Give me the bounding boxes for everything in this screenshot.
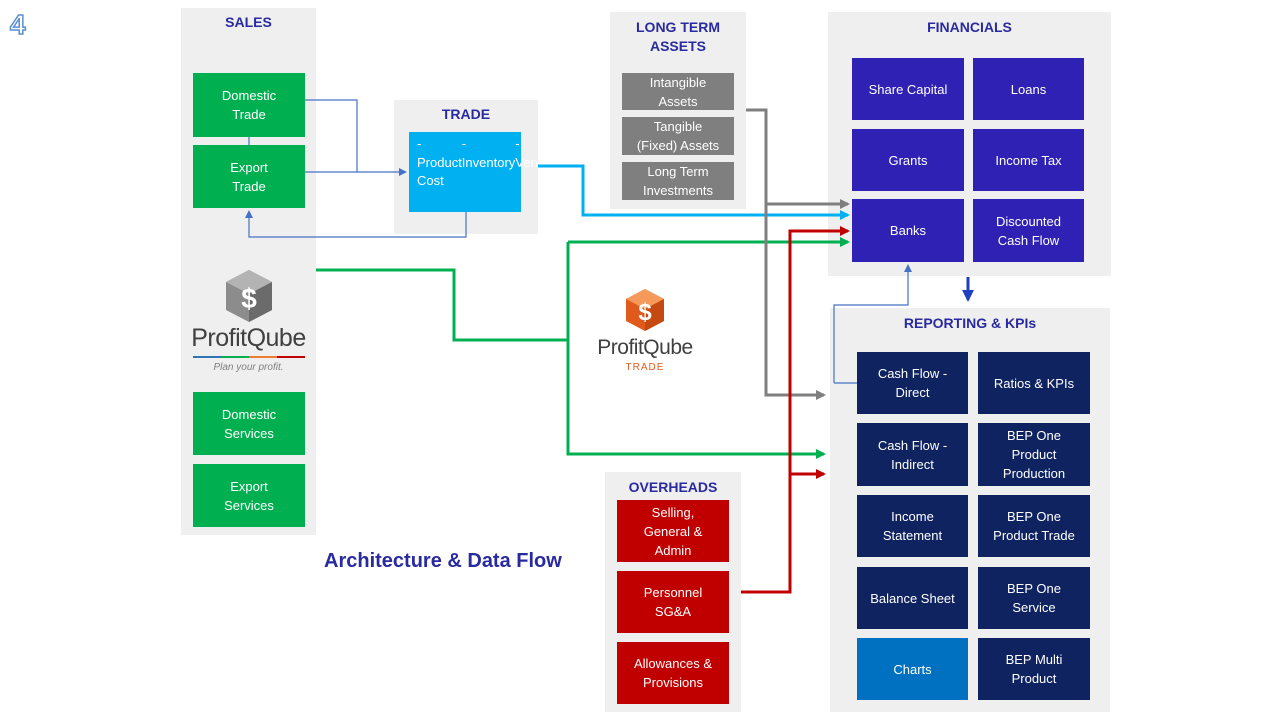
- profitqube-logo: $ ProfitQube Plan your profit.: [181, 266, 316, 381]
- reporting-title: REPORTING & KPIs: [903, 315, 1037, 331]
- trade-logo-name: ProfitQube: [597, 336, 693, 359]
- logo-name: ProfitQube: [191, 324, 306, 352]
- cash-flow-indirect-box[interactable]: Cash Flow - Indirect: [857, 423, 968, 486]
- profitqube-trade-logo: $ ProfitQube TRADE: [585, 285, 705, 377]
- income-statement-box[interactable]: Income Statement: [857, 495, 968, 557]
- charts-box[interactable]: Charts: [857, 638, 968, 700]
- trade-details-box[interactable]: - Product Cost - Inventory - Vendor Capa…: [409, 132, 615, 212]
- trade-item-capacity: Capacity: [564, 136, 616, 151]
- red-flow-lines: [741, 226, 850, 594]
- bep-one-service-box[interactable]: BEP One Service: [978, 567, 1090, 629]
- discounted-cash-flow-box[interactable]: Discounted Cash Flow: [973, 199, 1084, 262]
- green-flow-lines: [316, 237, 850, 459]
- personnel-sga-box[interactable]: Personnel SG&A: [617, 571, 729, 633]
- sales-to-trade-lines: [245, 99, 912, 384]
- architecture-caption: Architecture & Data Flow: [324, 550, 562, 572]
- loans-box[interactable]: Loans: [973, 58, 1084, 120]
- income-tax-box[interactable]: Income Tax: [973, 129, 1084, 191]
- logo-tagline: Plan your profit.: [213, 362, 284, 373]
- cash-flow-direct-box[interactable]: Cash Flow - Direct: [857, 352, 968, 414]
- slide-number: 4: [9, 9, 26, 41]
- domestic-trade-box[interactable]: Domestic Trade: [193, 73, 305, 137]
- long-term-investments-box[interactable]: Long Term Investments: [622, 162, 734, 200]
- balance-sheet-box[interactable]: Balance Sheet: [857, 567, 968, 629]
- trade-title: TRADE: [441, 106, 491, 122]
- sales-title: SALES: [225, 14, 272, 30]
- bep-multi-product-box[interactable]: BEP Multi Product: [978, 638, 1090, 700]
- ratios-kpis-box[interactable]: Ratios & KPIs: [978, 352, 1090, 414]
- banks-box[interactable]: Banks: [852, 199, 964, 262]
- svg-text:$: $: [241, 283, 257, 314]
- dollar-cube-icon: $: [226, 270, 272, 322]
- export-services-box[interactable]: Export Services: [193, 464, 305, 527]
- trade-logo-sub: TRADE: [625, 362, 665, 373]
- svg-text:$: $: [638, 299, 652, 326]
- grey-flow-lines: [746, 108, 850, 400]
- trade-item-product-cost: - Product Cost: [417, 136, 462, 188]
- intangible-assets-box[interactable]: Intangible Assets: [622, 73, 734, 110]
- share-capital-box[interactable]: Share Capital: [852, 58, 964, 120]
- trade-item-inventory: - Inventory: [461, 136, 516, 170]
- trade-to-banks-line: [538, 164, 850, 220]
- grants-box[interactable]: Grants: [852, 129, 964, 191]
- bep-one-product-production-box[interactable]: BEP One Product Production: [978, 423, 1090, 486]
- bep-one-product-trade-box[interactable]: BEP One Product Trade: [978, 495, 1090, 557]
- export-trade-box[interactable]: Export Trade: [193, 145, 305, 208]
- allowances-provisions-box[interactable]: Allowances & Provisions: [617, 642, 729, 704]
- overheads-title: OVERHEADS: [628, 479, 718, 495]
- selling-general-admin-box[interactable]: Selling, General & Admin: [617, 500, 729, 562]
- tangible-assets-box[interactable]: Tangible (Fixed) Assets: [622, 117, 734, 155]
- dollar-cube-icon: $: [626, 289, 664, 331]
- long-term-assets-title: LONG TERM ASSETS: [636, 19, 720, 54]
- financials-title: FINANCIALS: [927, 19, 1012, 35]
- domestic-services-box[interactable]: Domestic Services: [193, 392, 305, 455]
- logo-color-bar: [193, 356, 305, 358]
